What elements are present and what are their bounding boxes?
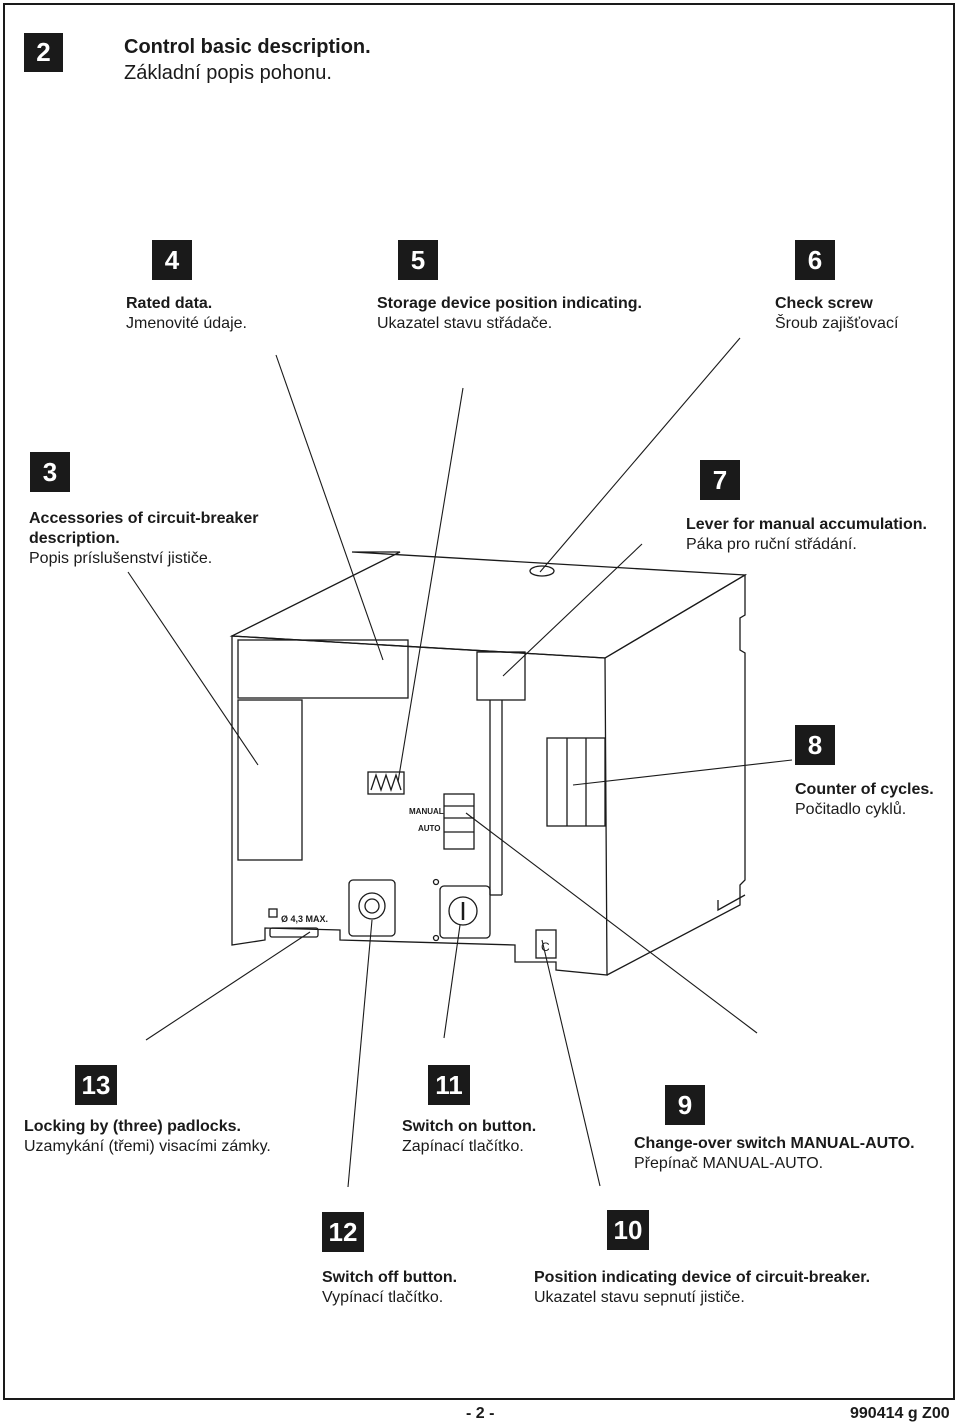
callout-8-en: Counter of cycles. <box>795 781 934 798</box>
rated-data-plate <box>237 639 409 699</box>
title-cz: Základní popis pohonu. <box>124 62 332 84</box>
device-right-face <box>604 573 746 976</box>
page-frame <box>3 3 955 1400</box>
callout-13-text: Locking by (three) padlocks. Uzamykání (… <box>24 1117 271 1157</box>
spring-symbol <box>367 771 405 795</box>
callout-3-cz: Popis príslušenství jističe. <box>29 550 213 567</box>
callout-10-cz: Ukazatel stavu sepnutí jističe. <box>534 1289 745 1306</box>
callout-11-cz: Zapínací tlačítko. <box>402 1138 524 1155</box>
callout-10-en: Position indicating device of circuit-br… <box>534 1269 871 1286</box>
callout-3-en: Accessories of circuit-breaker <box>29 510 259 527</box>
page-title: Control basic description. Základní popi… <box>124 34 371 86</box>
cycle-counter <box>546 737 606 827</box>
device-top-face <box>229 551 748 659</box>
storage-indicator <box>476 651 526 701</box>
callout-5-text: Storage device position indicating. Ukaz… <box>377 294 642 334</box>
page-number: - 2 - <box>466 1405 495 1422</box>
callout-3-en2: description. <box>29 530 120 547</box>
callout-4-text: Rated data. Jmenovité údaje. <box>126 294 247 334</box>
padlock-slot <box>269 927 319 938</box>
callout-9-badge: 9 <box>665 1085 705 1125</box>
leader-lines <box>127 337 793 1188</box>
callout-10-text: Position indicating device of circuit-br… <box>534 1268 870 1308</box>
switch-on-button <box>439 885 491 939</box>
callout-3-badge: 3 <box>30 452 70 492</box>
callout-9-en: Change-over switch MANUAL-AUTO. <box>634 1135 915 1152</box>
callout-13-badge: 13 <box>75 1065 117 1105</box>
manual-label: MANUAL <box>409 807 444 816</box>
switch-off-button <box>348 879 396 937</box>
callout-4-badge: 4 <box>152 240 192 280</box>
callout-9-text: Change-over switch MANUAL-AUTO. Přepínač… <box>634 1134 915 1174</box>
section-number-badge: 2 <box>24 33 63 72</box>
callout-13-cz: Uzamykání (třemi) visacími zámky. <box>24 1138 271 1155</box>
callout-8-badge: 8 <box>795 725 835 765</box>
auto-label: AUTO <box>418 824 441 833</box>
indicator-label: C <box>541 940 550 954</box>
accessories-window <box>237 699 303 861</box>
callout-4-en: Rated data. <box>126 295 213 312</box>
callout-9-cz: Přepínač MANUAL-AUTO. <box>634 1155 824 1172</box>
callout-12-en: Switch off button. <box>322 1269 458 1286</box>
callout-13-en: Locking by (three) padlocks. <box>24 1118 241 1135</box>
callout-7-cz: Páka pro ruční střádání. <box>686 536 857 553</box>
callout-11-en: Switch on button. <box>402 1118 537 1135</box>
callout-8-text: Counter of cycles. Počitadlo cyklů. <box>795 780 934 820</box>
callout-5-badge: 5 <box>398 240 438 280</box>
callout-5-en: Storage device position indicating. <box>377 295 642 312</box>
callout-12-cz: Vypínací tlačítko. <box>322 1289 444 1306</box>
callout-7-text: Lever for manual accumulation. Páka pro … <box>686 515 927 555</box>
device-front-face <box>231 635 608 976</box>
callout-11-badge: 11 <box>428 1065 470 1105</box>
callout-6-en: Check screw <box>775 295 873 312</box>
manual-auto-switch <box>443 793 475 850</box>
padlock-size-label: Ø 4,3 MAX. <box>281 914 328 924</box>
callout-12-badge: 12 <box>322 1212 364 1252</box>
callout-7-badge: 7 <box>700 460 740 500</box>
callout-5-cz: Ukazatel stavu střádače. <box>377 315 553 332</box>
callout-6-text: Check screw Šroub zajišťovací <box>775 294 898 334</box>
callout-6-cz: Šroub zajišťovací <box>775 315 899 332</box>
callout-4-cz: Jmenovité údaje. <box>126 315 247 332</box>
callout-6-badge: 6 <box>795 240 835 280</box>
callout-7-en: Lever for manual accumulation. <box>686 516 927 533</box>
callout-11-text: Switch on button. Zapínací tlačítko. <box>402 1117 536 1157</box>
document-code: 990414 g Z00 <box>850 1405 950 1422</box>
check-screw <box>529 565 555 577</box>
callout-3-text: Accessories of circuit-breaker descripti… <box>29 509 258 569</box>
callout-8-cz: Počitadlo cyklů. <box>795 801 907 818</box>
callout-10-badge: 10 <box>607 1210 649 1250</box>
title-en: Control basic description. <box>124 36 371 58</box>
callout-12-text: Switch off button. Vypínací tlačítko. <box>322 1268 457 1308</box>
